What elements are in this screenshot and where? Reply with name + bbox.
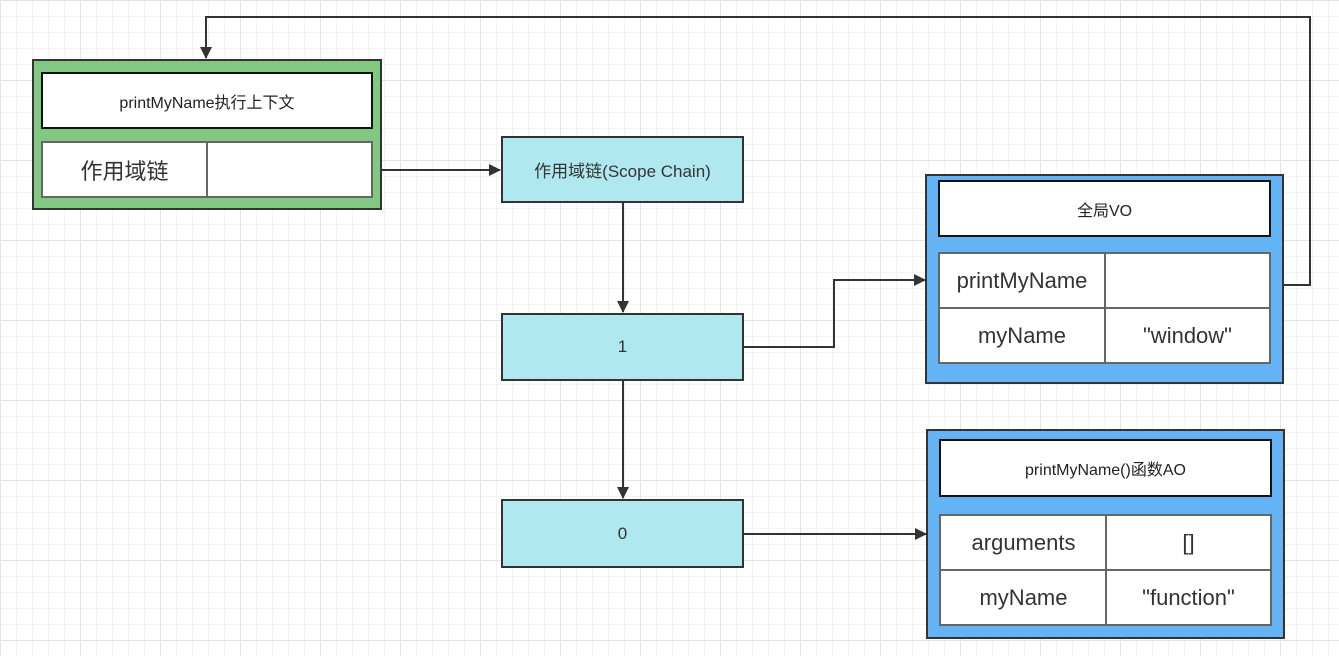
scope-chain-header-node: 作用域链(Scope Chain) (501, 136, 744, 203)
global-vo-key-printmyname: printMyName (938, 252, 1106, 309)
scope-chain-item-0: 0 (501, 499, 744, 568)
function-ao-value-arguments: [] (1105, 514, 1272, 572)
function-ao-key-arguments: arguments (939, 514, 1108, 572)
scope-chain-item-1: 1 (501, 313, 744, 381)
function-ao-value-myname: "function" (1105, 569, 1272, 626)
global-vo-key-myname: myName (938, 307, 1106, 364)
edge-node-1-to-global-vo (744, 274, 926, 348)
exec-context-title: printMyName执行上下文 (41, 72, 373, 129)
global-vo-value-myname: "window" (1104, 307, 1271, 364)
function-ao-title: printMyName()函数AO (939, 439, 1272, 497)
scope-chain-pointer-cell (206, 141, 373, 198)
global-vo-title: 全局VO (938, 180, 1271, 237)
function-ao-key-myname: myName (939, 569, 1108, 626)
scope-chain-label-cell: 作用域链 (41, 141, 208, 198)
global-vo-value-printmyname (1104, 252, 1271, 309)
